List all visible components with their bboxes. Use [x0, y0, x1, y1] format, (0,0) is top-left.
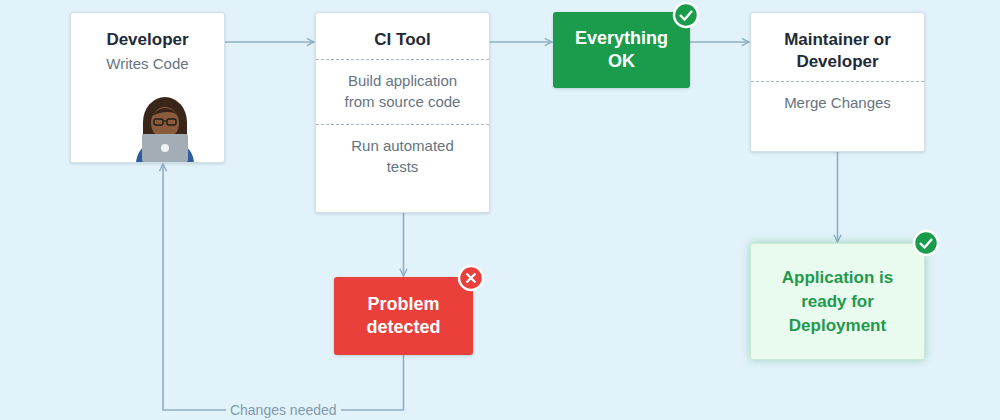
node-text: Run automated tests	[316, 124, 489, 189]
node-title: Application is ready for Deployment	[751, 266, 924, 338]
node-title: Developer	[71, 13, 224, 53]
status-box: Everything OK	[553, 12, 690, 88]
node-title: Everything OK	[553, 27, 690, 73]
node-text: Merge Changes	[751, 81, 924, 125]
flow-arrow	[403, 213, 405, 276]
process-box: DeveloperWrites Code	[70, 12, 225, 163]
node-text: Writes Code	[71, 53, 224, 86]
node-text: Build application from source code	[316, 59, 489, 124]
node-title: Problem detected	[334, 293, 473, 339]
flow-arrow	[225, 41, 314, 43]
flow-arrow	[837, 152, 839, 242]
flow-arrow	[690, 41, 749, 43]
node-title: Maintainer or Developer	[751, 13, 924, 81]
status-box: Problem detected	[334, 277, 473, 355]
process-box: CI ToolBuild application from source cod…	[315, 12, 490, 213]
result-box: Application is ready for Deployment	[750, 243, 925, 360]
edge-label: Changes needed	[226, 402, 341, 418]
process-box: Maintainer or DeveloperMerge Changes	[750, 12, 925, 152]
node-title: CI Tool	[316, 13, 489, 59]
flow-arrow	[490, 41, 552, 43]
